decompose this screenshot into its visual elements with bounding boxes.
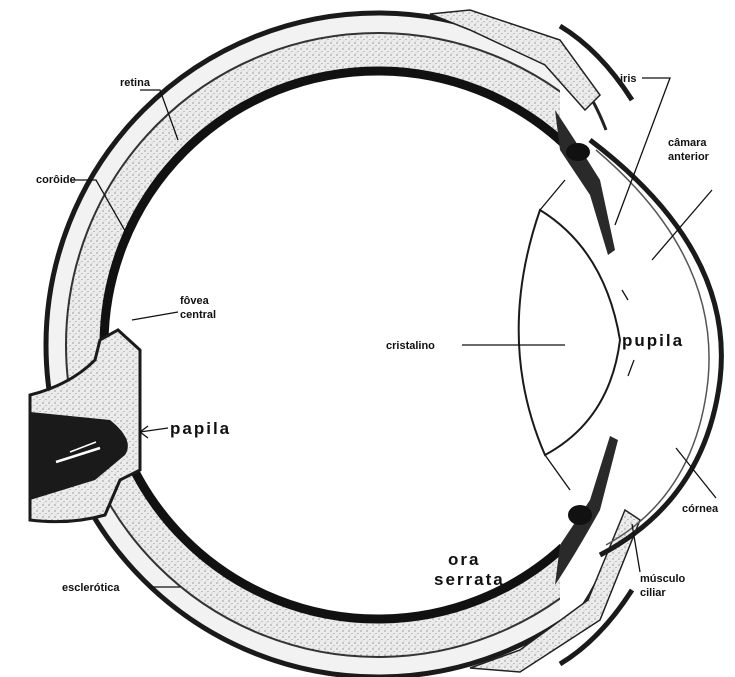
- label-retina: retina: [120, 77, 151, 89]
- label-ora: ora: [448, 550, 480, 569]
- label-papila: papila: [170, 419, 231, 438]
- label-esclerotica: esclerótica: [62, 582, 120, 594]
- label-musculo-2: ciliar: [640, 587, 666, 599]
- label-fovea-2: central: [180, 309, 216, 321]
- label-camara-1: câmara: [668, 137, 707, 149]
- label-serrata: serrata: [434, 570, 505, 589]
- label-pupila: pupila: [622, 331, 684, 350]
- leader-pupila-up: [622, 290, 628, 300]
- label-cristalino: cristalino: [386, 340, 435, 352]
- label-camara-2: anterior: [668, 151, 710, 163]
- label-fovea-1: fôvea: [180, 295, 210, 307]
- leader-pupila-down: [628, 360, 634, 376]
- label-iris: iris: [620, 73, 637, 85]
- label-cornea: córnea: [682, 503, 719, 515]
- label-coroide: corôide: [36, 174, 76, 186]
- label-musculo-1: músculo: [640, 573, 686, 585]
- leader-camara: [652, 190, 712, 260]
